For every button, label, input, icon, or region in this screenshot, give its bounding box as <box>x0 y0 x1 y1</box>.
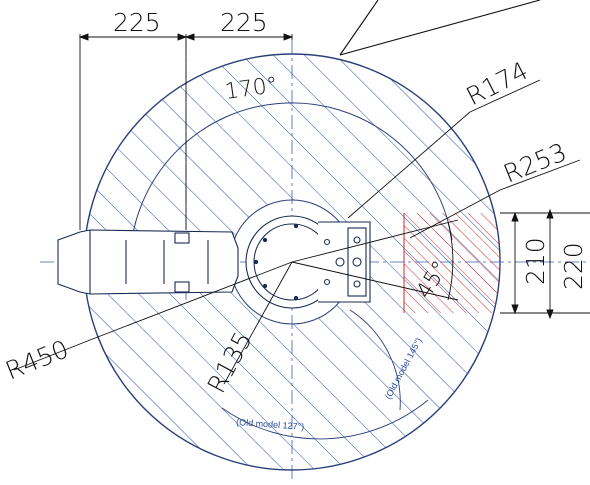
radius-174-label: R174 <box>462 56 533 111</box>
dim-225-left: 225 <box>113 8 161 37</box>
top-leader <box>339 0 541 56</box>
robot-arm <box>57 215 371 309</box>
old-model-127-note: (Old model 127°) <box>236 417 305 432</box>
radius-253-label: R253 <box>499 137 570 188</box>
height-220-label: 220 <box>559 242 588 290</box>
r450-leader <box>13 261 293 371</box>
radius-450-label: R450 <box>1 334 72 385</box>
height-dimensions <box>500 208 590 320</box>
height-210-label: 210 <box>521 237 550 285</box>
r253-leader <box>409 159 581 239</box>
r135-leader <box>223 261 293 385</box>
r174-leader <box>347 79 541 219</box>
angle-45-lines <box>291 219 459 301</box>
dim-225-right: 225 <box>220 8 268 37</box>
range-arcs <box>129 102 453 440</box>
top-dimensions <box>78 33 294 230</box>
